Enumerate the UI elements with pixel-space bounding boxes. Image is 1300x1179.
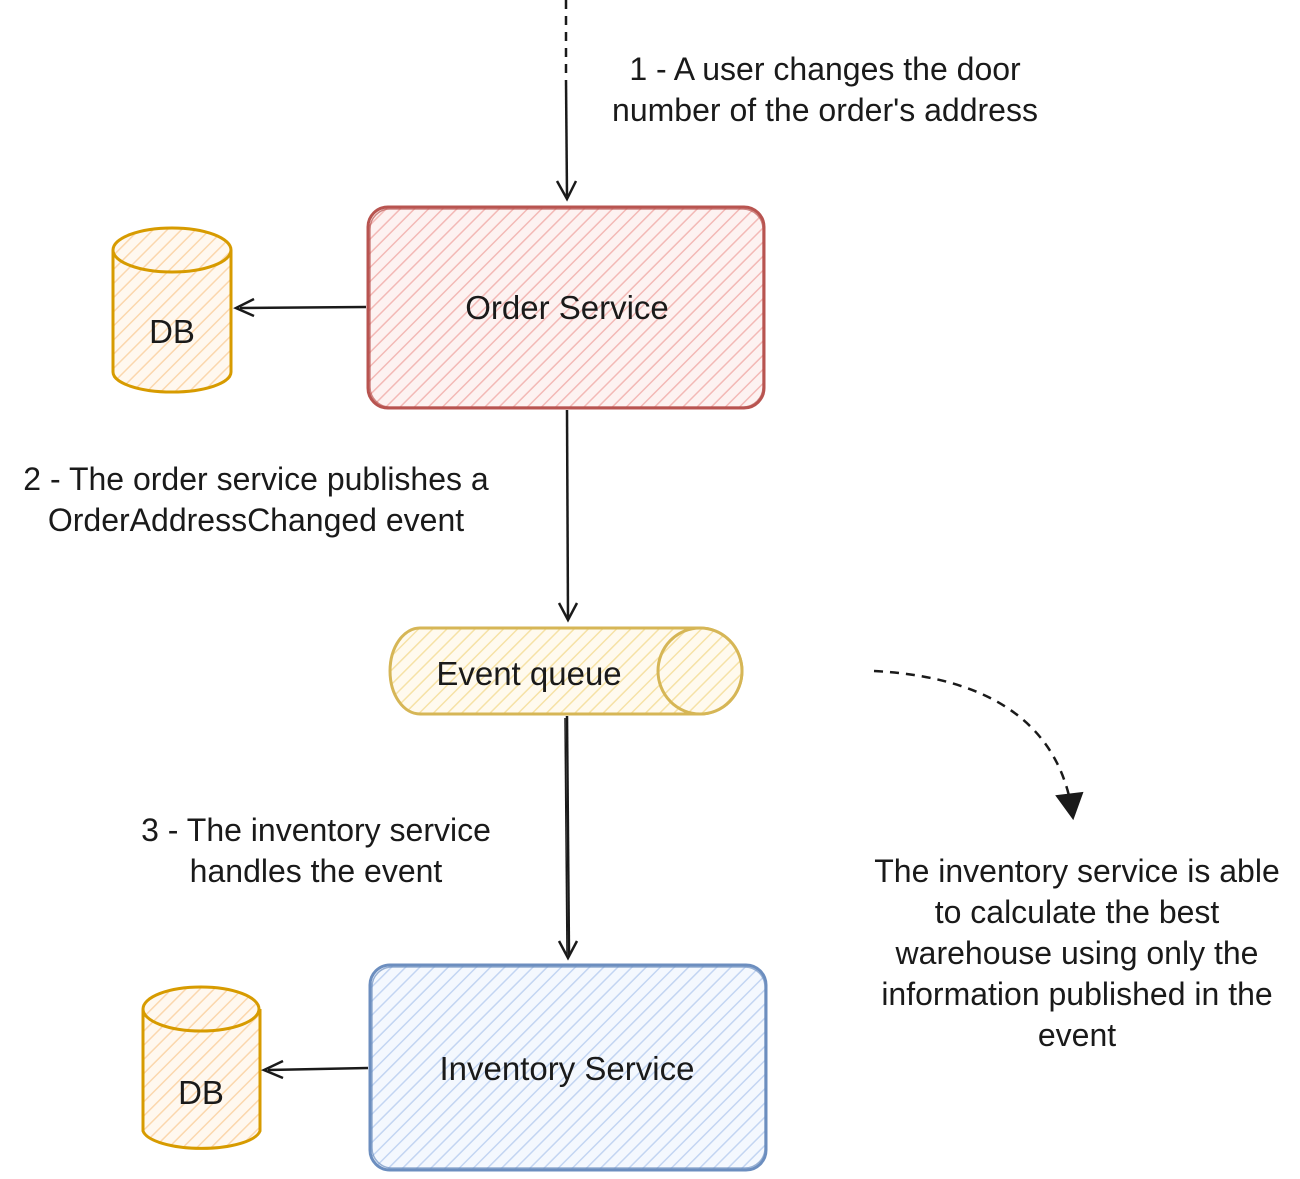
arrowhead-down-icon — [555, 180, 578, 202]
inventory-service-label: Inventory Service — [440, 1050, 695, 1087]
edge-order-service-to-queue — [557, 409, 579, 623]
note-line: handles the event — [189, 853, 443, 889]
edge-curved-note-pointer — [873, 669, 1084, 821]
inventory-db-label: DB — [178, 1074, 224, 1111]
order-db-node: DB — [111, 226, 233, 394]
note-line: to calculate the best — [934, 894, 1220, 930]
arrowhead-down-icon — [557, 940, 579, 961]
arrowhead-down-icon — [1055, 791, 1084, 821]
step1-note: 1 - A user changes the door number of th… — [560, 49, 1090, 131]
edge-order-service-to-db — [233, 297, 367, 318]
step2-note: 2 - The order service publishes a OrderA… — [0, 459, 512, 541]
event-queue-node: Event queue — [388, 626, 744, 716]
inventory-service-node: Inventory Service — [368, 963, 768, 1172]
note-line: OrderAddressChanged event — [47, 502, 465, 538]
order-service-label: Order Service — [465, 289, 669, 326]
note-line: event — [1037, 1017, 1117, 1053]
note-line: number of the order's address — [612, 92, 1038, 128]
note-line: information published in the — [881, 976, 1273, 1012]
note-line: 2 - The order service publishes a — [23, 461, 489, 497]
result-note: The inventory service is able to calcula… — [850, 851, 1300, 1056]
order-service-node: Order Service — [366, 205, 766, 410]
step3-note: 3 - The inventory service handles the ev… — [110, 810, 522, 892]
event-queue-label: Event queue — [436, 655, 621, 692]
note-line: 3 - The inventory service — [141, 812, 491, 848]
inventory-db-node: DB — [141, 985, 262, 1150]
note-line: 1 - A user changes the door — [629, 51, 1021, 87]
arrowhead-left-icon — [260, 1059, 284, 1080]
arrowhead-down-icon — [557, 602, 579, 623]
note-line: The inventory service is able — [874, 853, 1280, 889]
edge-inventory-service-to-db — [260, 1059, 369, 1080]
edge-queue-to-inventory-service — [557, 715, 579, 961]
arrowhead-left-icon — [233, 297, 255, 318]
edge-user-to-order-service — [555, 0, 578, 202]
note-line: warehouse using only the — [895, 935, 1259, 971]
order-db-label: DB — [149, 313, 195, 350]
